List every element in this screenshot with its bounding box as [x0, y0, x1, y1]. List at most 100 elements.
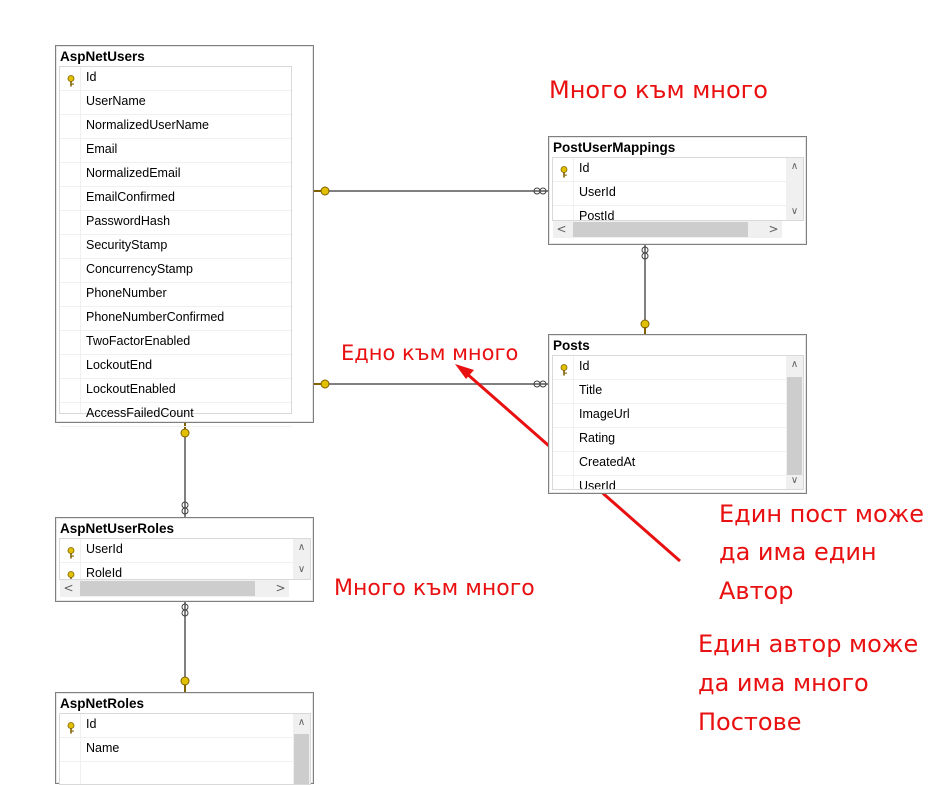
scroll-down-icon[interactable]: ∨ [790, 475, 799, 486]
scroll-down-icon[interactable]: ∨ [790, 206, 799, 217]
column-name: Id [579, 359, 590, 373]
table-title: Posts [553, 338, 590, 353]
column-row[interactable]: LockoutEnabled [60, 379, 291, 403]
scroll-right-icon[interactable]: > [275, 581, 286, 595]
infinity-endpoint-icon [533, 380, 547, 388]
column-row[interactable]: NormalizedUserName [60, 115, 291, 139]
scroll-up-icon[interactable]: ∧ [790, 161, 799, 172]
column-name: LockoutEnd [86, 358, 153, 372]
primary-key-icon [66, 568, 76, 579]
column-row[interactable]: PostId [553, 206, 786, 221]
key-endpoint-icon [314, 186, 330, 196]
infinity-endpoint-icon [181, 603, 189, 617]
vertical-scrollbar[interactable]: ∧ ∨ [786, 158, 803, 220]
primary-key-icon [559, 361, 569, 376]
column-name: Id [579, 161, 590, 175]
key-endpoint-icon [314, 379, 330, 389]
column-row[interactable]: PhoneNumberConfirmed [60, 307, 291, 331]
column-name: ImageUrl [579, 407, 630, 421]
column-name: CreatedAt [579, 455, 636, 469]
scroll-thumb[interactable] [294, 734, 309, 784]
column-row[interactable]: LockoutEnd [60, 355, 291, 379]
column-name: AccessFailedCount [86, 406, 194, 420]
scroll-left-icon[interactable]: < [63, 581, 74, 595]
column-name: EmailConfirmed [86, 190, 175, 204]
column-name: Email [86, 142, 118, 156]
column-name: UserId [579, 479, 616, 490]
annotation-author-posts-line1: Един автор може [698, 630, 919, 658]
column-row[interactable]: CreatedAt [553, 452, 786, 476]
scroll-down-icon[interactable]: ∨ [297, 564, 306, 575]
column-name: Rating [579, 431, 616, 445]
annotation-post-author-line2: да има един [719, 538, 877, 566]
column-row[interactable]: Id [60, 67, 291, 91]
annotation-author-posts-line2: да има много [698, 669, 869, 697]
scroll-up-icon[interactable]: ∧ [297, 542, 306, 553]
column-name: UserId [86, 542, 123, 556]
column-row[interactable]: ImageUrl [553, 404, 786, 428]
column-row[interactable]: ConcurrencyStamp [60, 259, 291, 283]
key-endpoint-icon [640, 319, 650, 334]
column-row[interactable]: Id [553, 158, 786, 182]
scroll-thumb[interactable] [787, 377, 802, 475]
scroll-left-icon[interactable]: < [556, 222, 567, 236]
vertical-scrollbar[interactable]: ∧ ∨ [293, 539, 310, 579]
column-name: UserName [86, 94, 146, 108]
column-row[interactable]: SecurityStamp [60, 235, 291, 259]
column-row[interactable]: UserName [60, 91, 291, 115]
primary-key-icon [66, 544, 76, 559]
key-endpoint-icon [180, 676, 190, 692]
column-row[interactable]: AccessFailedCount [60, 403, 291, 427]
column-name: Title [579, 383, 603, 397]
column-row[interactable]: Id [60, 714, 293, 738]
horizontal-scrollbar[interactable]: < > [60, 580, 289, 597]
column-row[interactable]: TwoFactorEnabled [60, 331, 291, 355]
column-name: LockoutEnabled [86, 382, 176, 396]
column-row[interactable]: UserId [553, 476, 786, 490]
column-row[interactable]: NormalizedEmail [60, 163, 291, 187]
column-row[interactable]: Title [553, 380, 786, 404]
column-row[interactable]: PhoneNumber [60, 283, 291, 307]
infinity-endpoint-icon [641, 246, 649, 260]
column-name: PhoneNumber [86, 286, 167, 300]
scroll-up-icon[interactable]: ∧ [790, 359, 799, 370]
scroll-up-icon[interactable]: ∧ [297, 717, 306, 728]
scroll-thumb[interactable] [573, 222, 748, 237]
column-row[interactable]: RoleId [60, 563, 293, 579]
column-row[interactable]: UserId [553, 182, 786, 206]
column-row[interactable]: Email [60, 139, 291, 163]
annotation-post-author-line3: Автор [719, 577, 794, 605]
column-row[interactable]: Rating [553, 428, 786, 452]
scroll-right-icon[interactable]: > [768, 222, 779, 236]
column-name: NormalizedUserName [86, 118, 209, 132]
primary-key-icon [66, 72, 76, 87]
key-endpoint-icon [180, 422, 190, 438]
column-row[interactable]: PasswordHash [60, 211, 291, 235]
vertical-scrollbar[interactable]: ∧ [293, 714, 310, 784]
infinity-endpoint-icon [533, 187, 547, 195]
annotation-many-to-many-bottom: Много към много [334, 576, 535, 601]
column-row[interactable]: UserId [60, 539, 293, 563]
annotation-many-to-many-top: Много към много [549, 76, 768, 104]
column-row[interactable]: Name [60, 738, 293, 762]
column-row[interactable]: Id [553, 356, 786, 380]
column-name: SecurityStamp [86, 238, 168, 252]
horizontal-scrollbar[interactable]: < > [553, 221, 782, 238]
column-name: ConcurrencyStamp [86, 262, 193, 276]
annotation-post-author-line1: Един пост може [719, 500, 925, 528]
scroll-thumb[interactable] [80, 581, 255, 596]
vertical-scrollbar[interactable]: ∧ ∨ [786, 356, 803, 489]
column-row[interactable]: EmailConfirmed [60, 187, 291, 211]
column-name: NormalizedEmail [86, 166, 181, 180]
column-name: PostId [579, 209, 615, 221]
annotation-one-to-many: Едно към много [341, 341, 519, 365]
